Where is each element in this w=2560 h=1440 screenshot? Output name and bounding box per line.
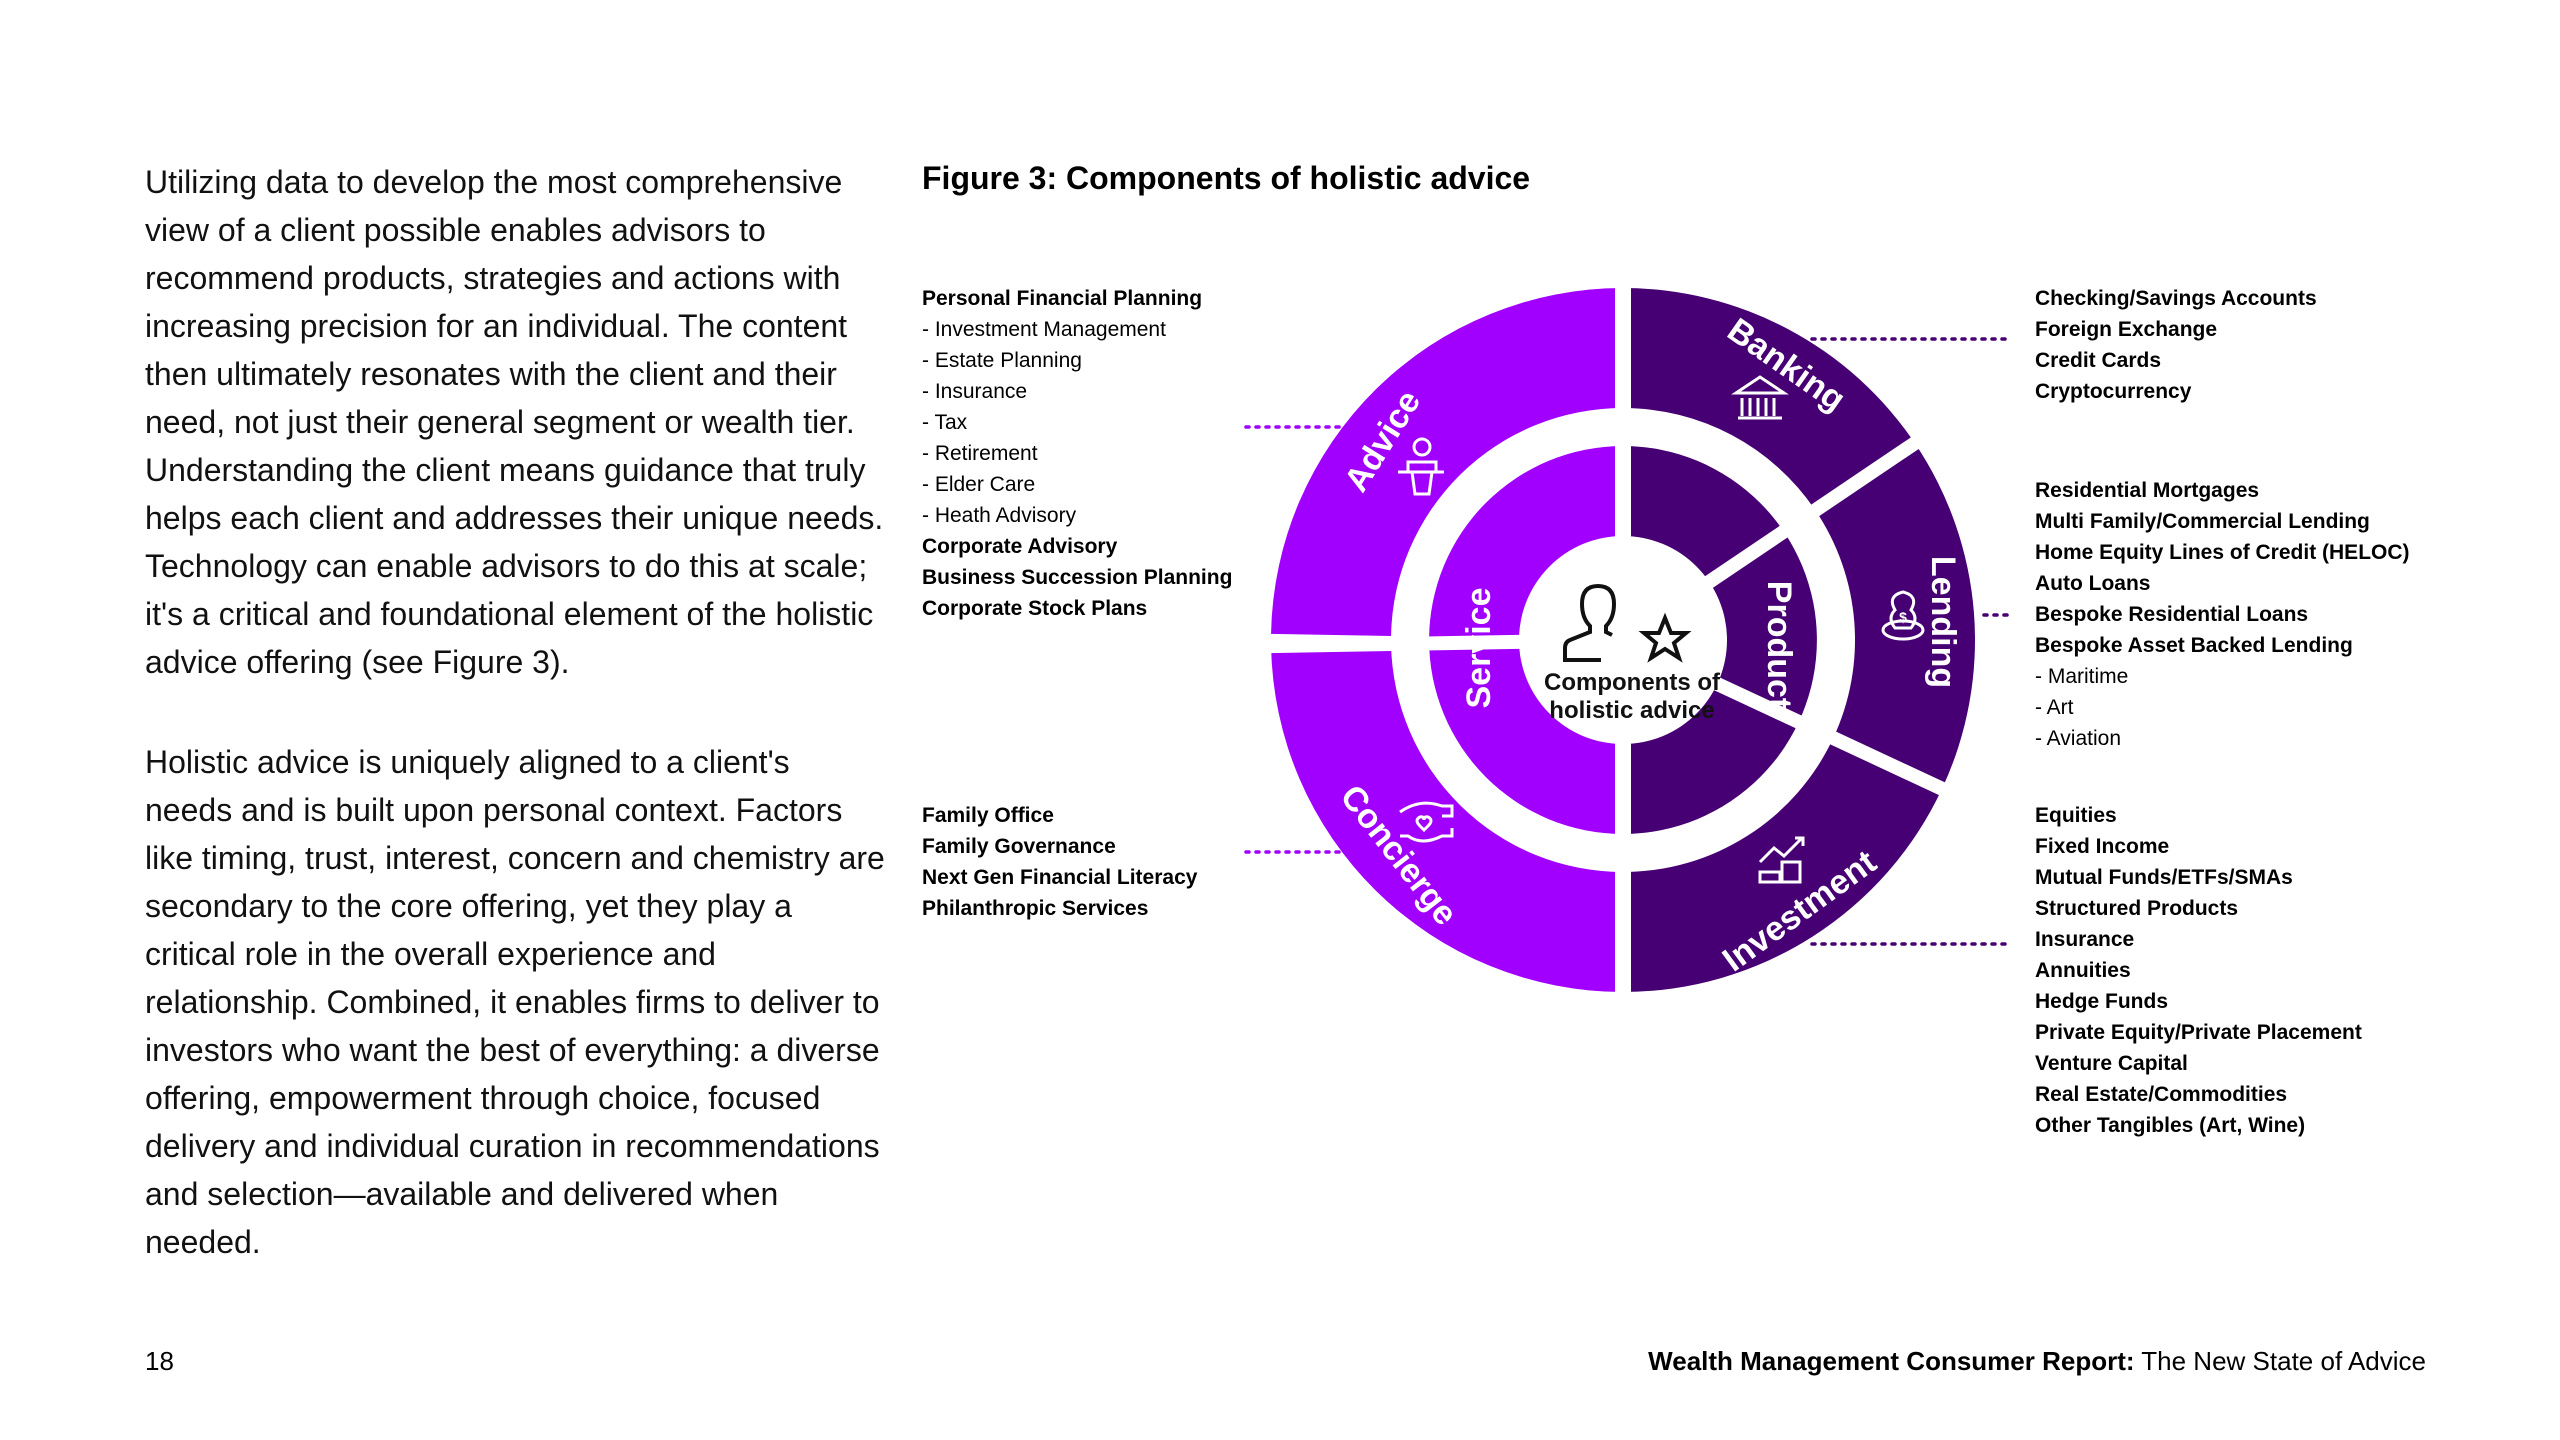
list-item: - Elder Care: [922, 473, 1036, 496]
list-item: Family Office: [922, 804, 1054, 827]
svg-text:$: $: [1899, 609, 1907, 625]
report-title: Wealth Management Consumer Report: The N…: [1648, 1346, 2426, 1377]
list-item: - Aviation: [2035, 727, 2121, 750]
list-item: Foreign Exchange: [2035, 318, 2218, 341]
list-item: - Investment Management: [922, 318, 1166, 341]
list-item: Real Estate/Commodities: [2035, 1083, 2288, 1106]
lending-segment: [1815, 443, 1976, 789]
segment-gap: [1262, 634, 1534, 654]
list-item: Corporate Stock Plans: [922, 597, 1148, 620]
list-item: Annuities: [2035, 959, 2131, 982]
list-item: - Retirement: [922, 442, 1038, 465]
list-item: - Heath Advisory: [922, 504, 1077, 527]
center-label-line1: Components of: [1544, 669, 1721, 696]
banking-segment: [1623, 288, 1915, 511]
lending-label: Lending: [1924, 556, 1962, 688]
list-item: Structured Products: [2035, 897, 2239, 920]
concierge-segment: [1271, 644, 1623, 992]
list-item: Other Tangibles (Art, Wine): [2035, 1114, 2306, 1137]
list-item: Bespoke Residential Loans: [2035, 603, 2309, 626]
product-label: Product: [1760, 581, 1798, 709]
list-item: Next Gen Financial Literacy: [922, 866, 1198, 889]
money-bag-icon: $: [1881, 590, 1925, 641]
report-title-bold: Wealth Management Consumer Report:: [1648, 1346, 2135, 1376]
caring-hands-heart-icon: [1399, 801, 1454, 843]
list-item: Hedge Funds: [2035, 990, 2169, 1013]
person-star-icon: [1563, 584, 1692, 663]
list-item: Credit Cards: [2035, 349, 2162, 372]
list-item: Personal Financial Planning: [922, 287, 1203, 310]
list-item: - Estate Planning: [922, 349, 1082, 372]
list-item: Checking/Savings Accounts: [2035, 287, 2317, 310]
report-title-rest: The New State of Advice: [2134, 1346, 2426, 1376]
body-paragraph-1: Utilizing data to develop the most compr…: [145, 164, 884, 680]
service-segment: [1429, 446, 1623, 834]
list-item: Residential Mortgages: [2035, 479, 2260, 502]
list-item: - Maritime: [2035, 665, 2129, 688]
list-item: Insurance: [2035, 928, 2135, 951]
page-number: 18: [145, 1346, 174, 1376]
list-item: Cryptocurrency: [2035, 380, 2192, 403]
list-item: Multi Family/Commercial Lending: [2035, 510, 2370, 533]
list-item: Home Equity Lines of Credit (HELOC): [2035, 541, 2410, 564]
list-item: Mutual Funds/ETFs/SMAs: [2035, 866, 2293, 889]
list-item: Corporate Advisory: [922, 535, 1118, 558]
body-paragraph-2: Holistic advice is uniquely aligned to a…: [145, 744, 885, 1260]
figure-title: Figure 3: Components of holistic advice: [922, 160, 1531, 196]
segment-gap: [1693, 432, 1926, 596]
list-item: Fixed Income: [2035, 835, 2170, 858]
list-item: Bespoke Asset Backed Lending: [2035, 634, 2353, 657]
list-item: Venture Capital: [2035, 1052, 2188, 1075]
service-label: Service: [1460, 588, 1498, 709]
list-item: Business Succession Planning: [922, 566, 1233, 589]
advice-segment: [1271, 288, 1623, 636]
investment-growth-icon: [1758, 836, 1805, 884]
list-item: - Art: [2035, 696, 2074, 719]
bank-building-icon: [1731, 375, 1789, 420]
podium-speaker-icon: [1398, 437, 1444, 496]
list-item: Family Governance: [922, 835, 1116, 858]
center-label-line2: holistic advice: [1549, 697, 1714, 724]
list-item: Philanthropic Services: [922, 897, 1149, 920]
list-item: - Tax: [922, 411, 968, 434]
segment-gap: [1701, 671, 1953, 799]
list-item: - Insurance: [922, 380, 1028, 403]
list-item: Private Equity/Private Placement: [2035, 1021, 2362, 1044]
list-item: Auto Loans: [2035, 572, 2151, 595]
list-item: Equities: [2035, 804, 2117, 827]
advice-list: Personal Financial Planning - Investment …: [922, 283, 1232, 624]
